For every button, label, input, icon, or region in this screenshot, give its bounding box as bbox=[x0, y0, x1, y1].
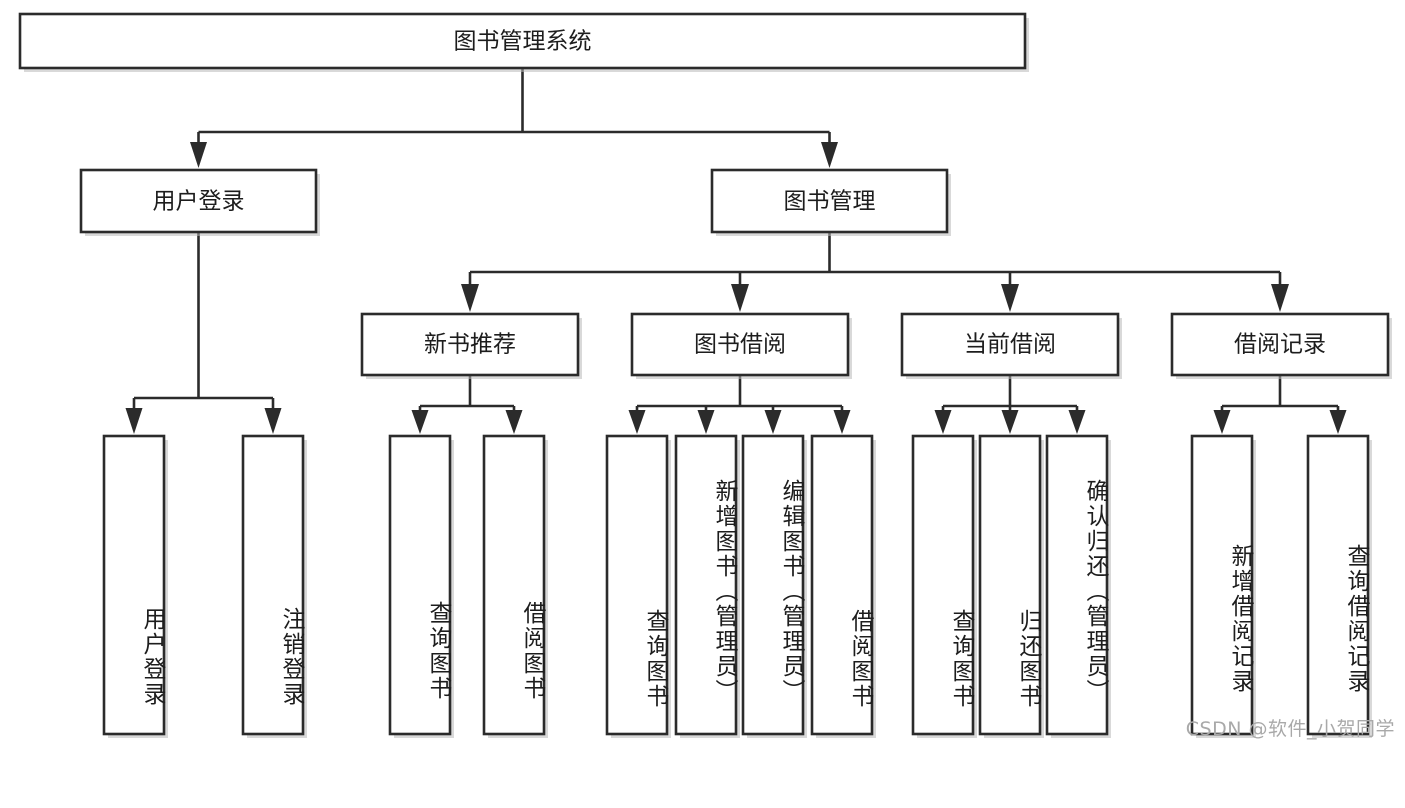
arrow-head-icon bbox=[411, 410, 429, 434]
arrow-head-icon bbox=[1068, 410, 1086, 434]
arrow-head-icon bbox=[628, 410, 646, 434]
functional-structure-diagram: 图书管理系统 用户登录 图书管理 新书推荐 图书借阅 当前借阅 bbox=[18, 12, 1395, 740]
arrow-head-icon bbox=[190, 142, 207, 168]
node-book-borrow[interactable]: 图书借阅 bbox=[630, 312, 852, 379]
arrow-head-icon bbox=[1001, 284, 1019, 312]
node-box bbox=[710, 168, 949, 234]
node-root[interactable]: 图书管理系统 bbox=[18, 12, 1029, 72]
node-borrow-record[interactable]: 借阅记录 bbox=[1170, 312, 1392, 379]
node-box bbox=[482, 434, 546, 736]
node-leaf-borrow-book-br[interactable] bbox=[810, 434, 876, 738]
arrow-head-icon bbox=[505, 410, 523, 434]
connector-group bbox=[125, 68, 1347, 434]
node-leaf-query-book-nb[interactable] bbox=[388, 434, 454, 738]
node-box bbox=[1306, 434, 1370, 736]
arrow-head-icon bbox=[934, 410, 952, 434]
node-label-current-borrow: 当前借阅 bbox=[964, 332, 1056, 358]
node-box bbox=[241, 434, 305, 736]
arrow-head-icon bbox=[764, 410, 782, 434]
node-box bbox=[978, 434, 1042, 736]
node-box bbox=[605, 434, 669, 736]
node-box bbox=[674, 434, 738, 736]
arrow-head-icon bbox=[1329, 410, 1347, 434]
node-box bbox=[1045, 434, 1109, 736]
arrow-head-icon bbox=[731, 284, 749, 312]
node-user-login[interactable]: 用户登录 bbox=[79, 168, 320, 236]
node-box bbox=[79, 168, 318, 234]
node-label-new-book-recommend: 新书推荐 bbox=[424, 332, 516, 358]
node-leaf-logout[interactable] bbox=[241, 434, 307, 738]
node-box bbox=[1170, 312, 1390, 377]
node-box bbox=[360, 312, 580, 377]
node-box bbox=[1190, 434, 1254, 736]
node-box bbox=[900, 312, 1120, 377]
node-leaf-query-book-br[interactable] bbox=[605, 434, 671, 738]
arrow-head-icon bbox=[697, 410, 715, 434]
node-box bbox=[741, 434, 805, 736]
arrow-head-icon bbox=[1271, 284, 1289, 312]
node-label-root: 图书管理系统 bbox=[454, 29, 592, 55]
arrow-head-icon bbox=[264, 408, 282, 434]
node-leaf-user-login[interactable] bbox=[102, 434, 168, 738]
arrow-head-icon bbox=[461, 284, 479, 312]
node-box bbox=[911, 434, 975, 736]
node-box bbox=[18, 12, 1027, 70]
node-box bbox=[388, 434, 452, 736]
node-box bbox=[630, 312, 850, 377]
arrow-head-icon bbox=[821, 142, 838, 168]
node-label-book-borrow: 图书借阅 bbox=[694, 332, 786, 358]
node-current-borrow[interactable]: 当前借阅 bbox=[900, 312, 1122, 379]
arrow-head-icon bbox=[125, 408, 143, 434]
node-label-book-management: 图书管理 bbox=[784, 189, 876, 215]
node-box bbox=[810, 434, 874, 736]
node-leaf-edit-book[interactable] bbox=[741, 434, 807, 738]
node-leaf-confirm-return[interactable] bbox=[1045, 434, 1111, 738]
node-leaf-borrow-book-nb[interactable] bbox=[482, 434, 548, 738]
arrow-head-icon bbox=[833, 410, 851, 434]
node-new-book-recommend[interactable]: 新书推荐 bbox=[360, 312, 582, 379]
node-label-borrow-record: 借阅记录 bbox=[1234, 332, 1326, 358]
node-leaf-query-record[interactable] bbox=[1306, 434, 1372, 738]
diagram-canvas: 图书管理系统 用户登录 图书管理 新书推荐 图书借阅 当前借阅 bbox=[18, 12, 1392, 738]
csdn-watermark: CSDN @软件_小贺同学 bbox=[1185, 718, 1395, 740]
node-box bbox=[102, 434, 166, 736]
node-leaf-add-record[interactable] bbox=[1190, 434, 1256, 738]
node-leaf-return-book[interactable] bbox=[978, 434, 1044, 738]
arrow-head-icon bbox=[1001, 410, 1019, 434]
arrow-head-icon bbox=[1213, 410, 1231, 434]
node-leaf-query-book-cu[interactable] bbox=[911, 434, 977, 738]
node-leaf-add-book[interactable] bbox=[674, 434, 740, 738]
node-label-user-login: 用户登录 bbox=[153, 189, 245, 215]
node-book-management[interactable]: 图书管理 bbox=[710, 168, 951, 236]
